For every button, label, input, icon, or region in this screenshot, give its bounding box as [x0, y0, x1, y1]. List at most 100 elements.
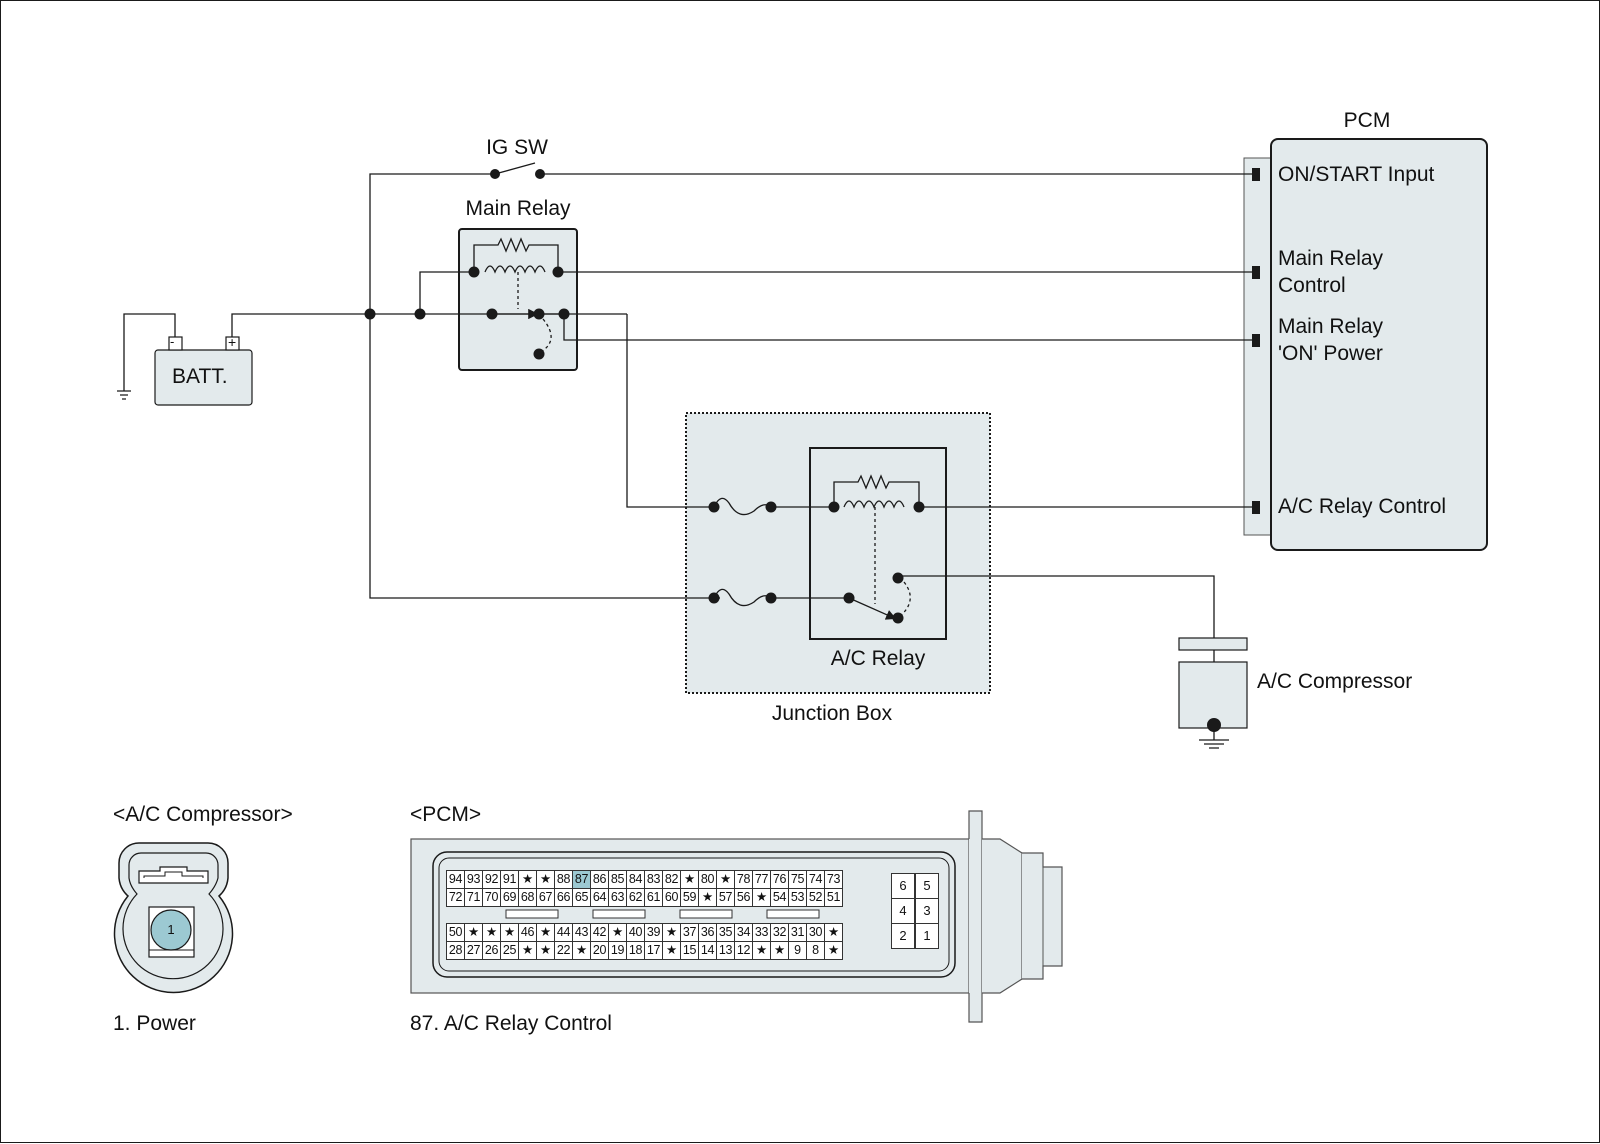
ac-compressor-body: [1178, 661, 1248, 729]
pcm-pin-cell: 37: [680, 923, 699, 942]
pcm-pin-cell: 86: [590, 870, 609, 889]
pcm-pin-cell: 63: [608, 888, 627, 907]
pcm-pin-cell: 54: [770, 888, 789, 907]
pcm-pin-cell: 73: [824, 870, 843, 889]
battery-minus-label: -: [170, 334, 175, 349]
pcm-pin-cell: 72: [446, 888, 465, 907]
pcm-pin-cell: 35: [716, 923, 735, 942]
pcm-side-pin-cell: 2: [891, 923, 915, 949]
pcm-pin-cell: 83: [644, 870, 663, 889]
pcm-pin-cell: 17: [644, 941, 663, 960]
ig-switch-label: IG SW: [486, 136, 548, 159]
pcm-pin-cell: 13: [716, 941, 735, 960]
pcm-pin-cell: 62: [626, 888, 645, 907]
pcm-pin-cell: 25: [500, 941, 519, 960]
pcm-pin-cell: 82: [662, 870, 681, 889]
pcm-pin-cell: 66: [554, 888, 573, 907]
pcm-pin-cell: ★: [518, 941, 537, 960]
pcm-pin-legend: 87. A/C Relay Control: [410, 1012, 612, 1035]
ac-compressor-label: A/C Compressor: [1257, 670, 1413, 693]
ac-relay-label: A/C Relay: [830, 647, 926, 670]
pcm-side-pin-cell: 5: [915, 873, 939, 899]
pcm-pin-cell: ★: [662, 923, 681, 942]
pcm-box: [1270, 138, 1488, 551]
pcm-pin-cell: 71: [464, 888, 483, 907]
battery-plus-label: +: [228, 334, 237, 350]
pcm-pin-cell: ★: [824, 941, 843, 960]
pcm-pin-cell: 14: [698, 941, 717, 960]
pcm-pin-cell: ★: [716, 870, 735, 889]
pcm-pin-cell: 8: [806, 941, 825, 960]
pcm-pin-cell: 26: [482, 941, 501, 960]
pcm-pin-cell: 40: [626, 923, 645, 942]
pcm-pin-cell: 70: [482, 888, 501, 907]
pcm-pin-cell: 28: [446, 941, 465, 960]
pcm-pin-cell: 31: [788, 923, 807, 942]
pcm-pin-cell: 92: [482, 870, 501, 889]
ac-compressor-clutch: [1178, 637, 1248, 651]
pcm-pin-cell: ★: [536, 870, 555, 889]
pcm-pin-cell: 64: [590, 888, 609, 907]
pcm-pin-cell: 20: [590, 941, 609, 960]
pcm-pin-cell: 50: [446, 923, 465, 942]
pcm-pin-cell: 68: [518, 888, 537, 907]
pcm-pin-cell: 56: [734, 888, 753, 907]
pcm-pin-cell: 19: [608, 941, 627, 960]
pcm-pin-cell: 44: [554, 923, 573, 942]
pcm-pin-cell: ★: [464, 923, 483, 942]
pcm-pin-cell: 57: [716, 888, 735, 907]
pcm-pin-cell: 51: [824, 888, 843, 907]
main-relay-label: Main Relay: [465, 197, 571, 220]
pcm-main-relay-control-label-2: Control: [1278, 274, 1346, 297]
pcm-pin-cell: 78: [734, 870, 753, 889]
pcm-pin-cell: 15: [680, 941, 699, 960]
pcm-connector-face: [410, 810, 1063, 1023]
pcm-pin-cell: 59: [680, 888, 699, 907]
pcm-side-pin-cell: 3: [915, 898, 939, 924]
pcm-pin-cell: 32: [770, 923, 789, 942]
battery-label: BATT.: [172, 365, 228, 388]
pcm-side-pin-cell: 4: [891, 898, 915, 924]
pcm-pin-cell: 80: [698, 870, 717, 889]
pcm-pin-cell: 67: [536, 888, 555, 907]
pcm-pin-cell: 34: [734, 923, 753, 942]
pcm-pin-cell: ★: [752, 941, 771, 960]
pcm-pin-cell: 75: [788, 870, 807, 889]
main-relay-box: [458, 228, 578, 371]
compressor-pin-legend: 1. Power: [113, 1012, 196, 1035]
pcm-main-relay-on-power-label-1: Main Relay: [1278, 315, 1384, 338]
battery-box: [154, 349, 253, 406]
pcm-pin-cell: 60: [662, 888, 681, 907]
pcm-pin-cell: 88: [554, 870, 573, 889]
compressor-connector-title: <A/C Compressor>: [113, 803, 293, 826]
pcm-pin-cell: 91: [500, 870, 519, 889]
compressor-pin-1: 1: [167, 922, 175, 937]
pcm-pin-cell: 93: [464, 870, 483, 889]
pcm-pin-cell: 9: [788, 941, 807, 960]
pcm-pin-cell: 43: [572, 923, 591, 942]
pcm-pin-cell: ★: [698, 888, 717, 907]
pcm-pin-cell: ★: [662, 941, 681, 960]
pcm-pin-cell: 76: [770, 870, 789, 889]
pcm-side-pin-cell: 6: [891, 873, 915, 899]
pcm-side-pin-cell: 1: [915, 923, 939, 949]
pcm-pin-cell: 39: [644, 923, 663, 942]
pcm-pin-cell: 12: [734, 941, 753, 960]
junction-box-label: Junction Box: [771, 702, 893, 725]
ac-relay-box: [809, 447, 947, 640]
pcm-pin-cell: 77: [752, 870, 771, 889]
pcm-pin-cell: 69: [500, 888, 519, 907]
pcm-pin-cell: 52: [806, 888, 825, 907]
pcm-pin-cell: 36: [698, 923, 717, 942]
pcm-pin-cell: ★: [518, 870, 537, 889]
pcm-pin-cell: 22: [554, 941, 573, 960]
pcm-pin-cell: 74: [806, 870, 825, 889]
pcm-pin-cell: 42: [590, 923, 609, 942]
